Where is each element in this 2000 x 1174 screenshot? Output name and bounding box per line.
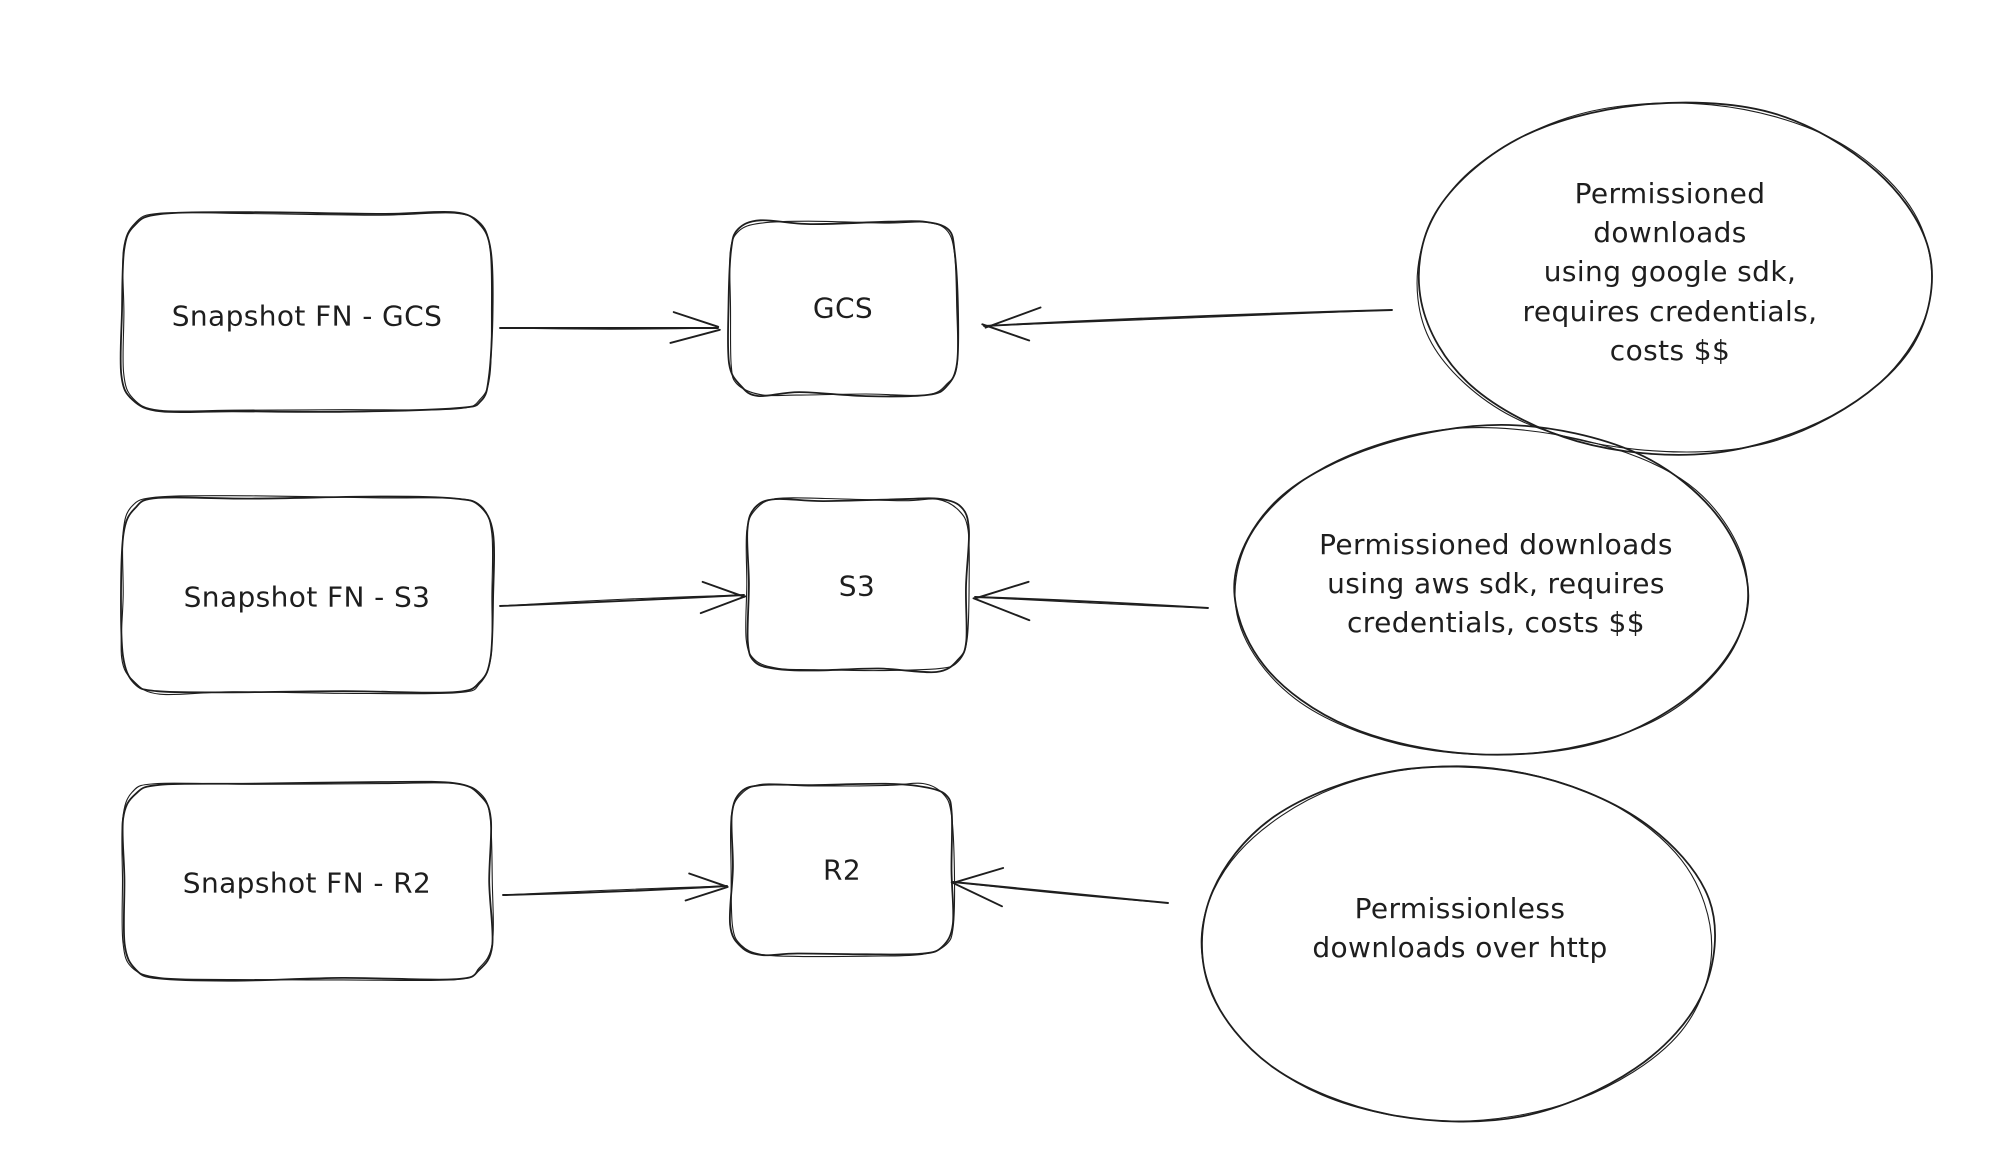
arrow-snapshot-s3-to-s3-shaft <box>499 594 745 607</box>
arrow-snapshot-gcs-to-gcs-shaft-2 <box>499 327 719 330</box>
node-label-snapshot-fn-gcs: Snapshot FN - GCS <box>171 299 443 333</box>
box-r2-stroke-2 <box>729 782 956 958</box>
ellipse-note-r2-stroke-2 <box>1200 765 1713 1122</box>
arrow-snapshot-s3-to-s3-head <box>699 580 747 615</box>
node-label-s3: S3 <box>838 569 876 603</box>
ellipse-note-r2-text: Permissionless downloads over http <box>1312 891 1608 964</box>
box-s3-stroke-1 <box>746 497 970 674</box>
arrow-note-gcs-to-gcs <box>981 306 1393 342</box>
box-r2-stroke-1 <box>728 782 955 957</box>
arrow-note-r2-to-r2-shaft-2 <box>952 881 1169 904</box>
box-snapshot-fn-s3-stroke-1 <box>120 495 495 694</box>
box-snapshot-fn-s3-shape <box>120 495 495 696</box>
arrow-snapshot-r2-to-r2 <box>502 872 729 902</box>
box-gcs-shape <box>727 219 960 398</box>
ellipse-note-s3-stroke-1 <box>1233 424 1750 756</box>
node-label-gcs: GCS <box>812 291 874 325</box>
node-label-snapshot-fn-r2: Snapshot FN - R2 <box>182 866 432 900</box>
box-snapshot-fn-gcs-shape <box>119 210 494 414</box>
arrow-snapshot-r2-to-r2-shaft <box>502 885 728 896</box>
arrow-snapshot-r2-to-r2-head <box>684 872 729 902</box>
arrow-note-gcs-to-gcs-head <box>981 306 1042 342</box>
arrow-note-s3-to-s3-head <box>972 580 1031 622</box>
arrow-note-r2-to-r2 <box>950 867 1169 908</box>
ellipse-note-s3-stroke-2 <box>1234 427 1749 756</box>
ellipse-note-gcs-text: Permissioned downloads using google sdk,… <box>1522 177 1818 367</box>
box-snapshot-fn-r2-shape <box>121 780 494 982</box>
box-snapshot-fn-s3-stroke-2 <box>120 495 494 696</box>
arrow-snapshot-s3-to-s3 <box>499 580 747 615</box>
ellipse-note-gcs-stroke-2 <box>1416 102 1933 453</box>
box-s3-stroke-2 <box>745 497 970 672</box>
arrow-snapshot-r2-to-r2-shaft-2 <box>502 885 728 896</box>
box-s3-shape <box>745 497 970 674</box>
box-r2-shape <box>728 782 956 958</box>
arrow-note-gcs-to-gcs-shaft-2 <box>983 309 1393 327</box>
arrow-snapshot-gcs-to-gcs-head <box>669 311 721 344</box>
arrow-note-r2-to-r2-shaft <box>952 881 1169 904</box>
ellipse-note-s3-shape <box>1233 424 1750 756</box>
ellipse-note-gcs-shape <box>1416 101 1933 456</box>
box-snapshot-fn-gcs-stroke-1 <box>119 210 494 414</box>
node-label-snapshot-fn-s3: Snapshot FN - S3 <box>183 580 431 614</box>
ellipse-note-s3-text: Permissioned downloads using aws sdk, re… <box>1319 528 1673 640</box>
box-snapshot-fn-r2-stroke-2 <box>121 782 494 982</box>
ellipse-note-r2-shape <box>1200 765 1716 1123</box>
arrow-snapshot-gcs-to-gcs <box>499 311 721 344</box>
box-gcs-stroke-2 <box>729 220 959 397</box>
arrow-note-s3-to-s3-shaft-2 <box>974 596 1209 609</box>
node-label-r2: R2 <box>822 853 862 887</box>
box-snapshot-fn-gcs-stroke-2 <box>122 211 493 412</box>
arrow-note-r2-to-r2-head <box>950 867 1005 908</box>
arrow-note-gcs-to-gcs-shaft <box>983 309 1393 327</box>
arrow-note-s3-to-s3-shaft <box>974 596 1209 609</box>
arrow-note-s3-to-s3 <box>972 580 1209 622</box>
arrow-snapshot-s3-to-s3-shaft-2 <box>499 594 745 607</box>
